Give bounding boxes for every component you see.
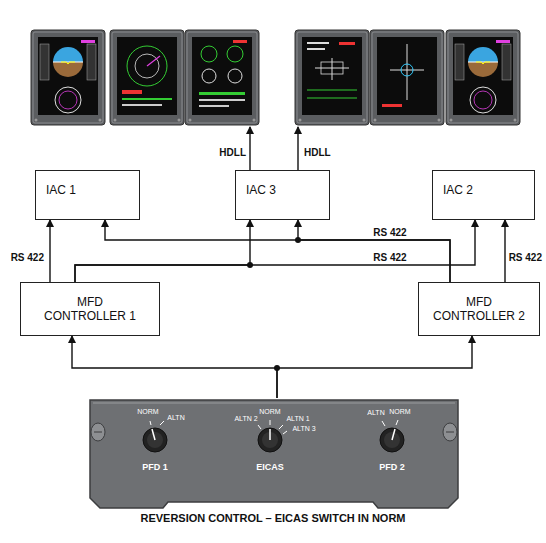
bus-label: RS 422 — [507, 252, 544, 263]
box-label: MFD CONTROLLER 1 — [42, 295, 138, 323]
computer-box: IAC 1 — [35, 170, 140, 220]
hdll-links — [250, 127, 298, 170]
switch-position: ALTN 3 — [292, 425, 315, 432]
switch-position: ALTN 2 — [234, 415, 257, 422]
switch-position: NORM — [259, 408, 280, 415]
link-label: HDLL — [304, 147, 331, 158]
bus-label: RS 422 — [9, 252, 46, 263]
box-label: IAC 2 — [443, 183, 524, 197]
computer-box: IAC 2 — [432, 170, 535, 220]
bus-label: RS 422 — [371, 252, 408, 263]
box-label: MFD CONTROLLER 2 — [431, 295, 527, 323]
rs422-link — [72, 336, 277, 398]
box-label: IAC 1 — [46, 183, 129, 197]
reversion-panel — [88, 398, 460, 510]
switch-position: NORM — [389, 408, 410, 415]
reversion-panel: NORMALTNPFD 1ALTN 2NORMALTN 1ALTN 3EICAS… — [88, 398, 460, 510]
controller-box: MFD CONTROLLER 2 — [418, 282, 540, 336]
junction-dots — [247, 237, 301, 371]
figure-caption: REVERSION CONTROL – EICAS SWITCH IN NORM — [0, 512, 546, 524]
switch-position: NORM — [137, 408, 158, 415]
rs422-link — [75, 220, 475, 282]
rs422-link — [504, 220, 505, 282]
switch-name: EICAS — [256, 463, 284, 472]
link-label: HDLL — [219, 147, 246, 158]
switch-position: ALTN — [167, 414, 184, 421]
switch-name: PFD 1 — [142, 463, 168, 472]
computer-box: IAC 3 — [235, 170, 330, 220]
rotary-knob — [143, 420, 404, 452]
switch-name: PFD 2 — [379, 463, 405, 472]
rs422-link — [277, 336, 472, 398]
rs422-link — [298, 220, 450, 282]
bus-label: RS 422 — [371, 227, 408, 238]
box-label: IAC 3 — [246, 183, 319, 197]
rs422-link — [49, 220, 50, 282]
controller-box: MFD CONTROLLER 1 — [20, 282, 160, 336]
switch-position: ALTN — [367, 409, 384, 416]
rs422-link — [105, 220, 450, 282]
switch-position: ALTN 1 — [286, 415, 309, 422]
rs422-link — [75, 220, 250, 282]
display-units — [31, 30, 520, 125]
